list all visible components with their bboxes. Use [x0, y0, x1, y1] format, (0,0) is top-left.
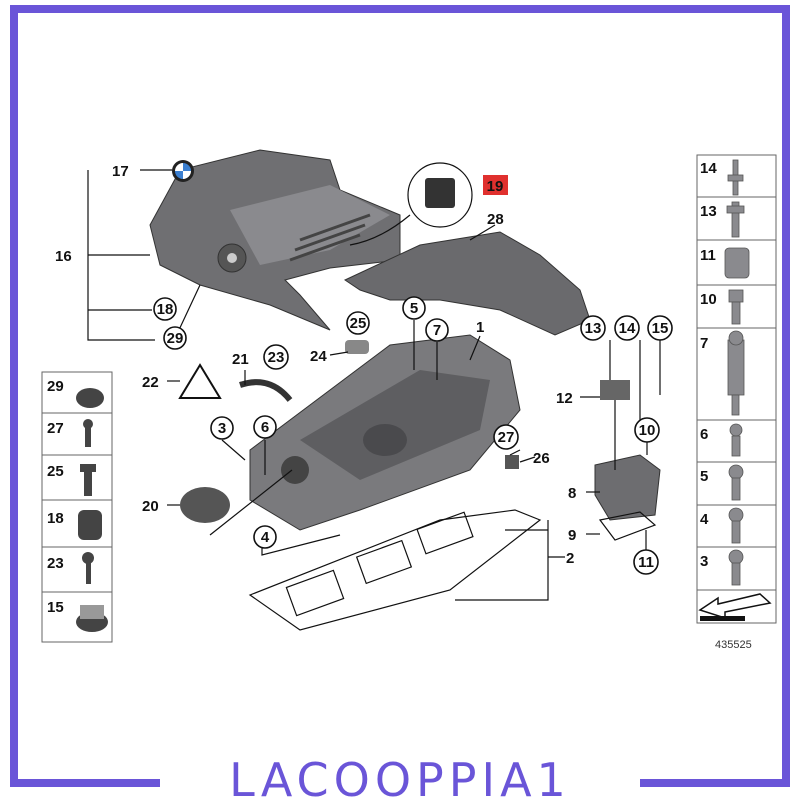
plug-part — [180, 487, 230, 523]
seal-ring — [598, 511, 657, 541]
callout-23: 23 — [268, 349, 285, 366]
right-part-3: 3 — [700, 553, 708, 570]
callout-21: 21 — [232, 351, 249, 368]
left-part-27: 27 — [47, 420, 64, 437]
right-part-6: 6 — [700, 426, 708, 443]
callout-27: 27 — [498, 429, 515, 446]
right-part-11: 11 — [700, 247, 716, 264]
reference-number: 435525 — [715, 639, 752, 651]
gasket-small — [345, 340, 369, 354]
callout-11: 11 — [638, 554, 654, 571]
callout-20: 20 — [142, 498, 159, 515]
right-part-13: 13 — [700, 203, 717, 220]
right-parts-table: 14 13 11 10 7 6 5 4 3 435525 — [696, 154, 777, 651]
callout-29: 29 — [167, 330, 184, 347]
callout-18: 18 — [157, 301, 174, 318]
brand-watermark: LACOOPPIA1 — [229, 753, 571, 800]
callout-12: 12 — [556, 390, 573, 407]
warning-triangle — [178, 363, 222, 399]
leader-lines — [87, 169, 661, 601]
callout-14: 14 — [619, 320, 636, 337]
callout-25: 25 — [350, 315, 367, 332]
callout-3: 3 — [218, 420, 226, 437]
left-part-29: 29 — [47, 378, 64, 395]
left-parts-table: 29 27 25 18 23 15 — [41, 371, 113, 643]
callout-13: 13 — [585, 320, 602, 337]
callout-16: 16 — [55, 248, 72, 265]
right-part-4: 4 — [700, 511, 709, 528]
grommet-part — [505, 455, 519, 469]
callout-22: 22 — [142, 374, 159, 391]
connector-part — [349, 162, 473, 246]
callout-8: 8 — [568, 485, 576, 502]
right-part-7: 7 — [700, 335, 708, 352]
callout-15: 15 — [652, 320, 669, 337]
callout-5: 5 — [410, 300, 418, 317]
gasket — [248, 509, 542, 631]
heat-shield — [343, 231, 591, 336]
callout-4: 4 — [261, 529, 270, 546]
sensor-bracket — [600, 380, 630, 400]
left-part-25: 25 — [47, 463, 64, 480]
callout-19: 19 — [487, 178, 504, 195]
callout-1: 1 — [476, 319, 484, 336]
direction-arrow-icon — [698, 593, 772, 621]
callout-26: 26 — [533, 450, 550, 467]
brand-frame — [10, 5, 790, 787]
right-part-5: 5 — [700, 468, 708, 485]
callout-2: 2 — [566, 550, 574, 567]
left-part-23: 23 — [47, 555, 64, 572]
callout-6: 6 — [261, 419, 269, 436]
callout-28: 28 — [487, 211, 504, 228]
left-part-15: 15 — [47, 599, 64, 616]
right-part-14: 14 — [700, 160, 717, 177]
callout-24: 24 — [310, 348, 327, 365]
callout-7: 7 — [433, 322, 441, 339]
callout-10: 10 — [639, 422, 656, 439]
bmw-logo — [172, 160, 194, 182]
right-part-10: 10 — [700, 291, 717, 308]
callout-17: 17 — [112, 163, 129, 180]
left-part-18: 18 — [47, 510, 64, 527]
callout-labels: 17 16 18 29 19 28 25 5 7 1 24 21 23 22 1… — [55, 163, 673, 575]
oil-separator — [594, 454, 661, 521]
callout-9: 9 — [568, 527, 576, 544]
engine-cover — [149, 149, 401, 331]
valve-cover — [249, 334, 521, 531]
pressure-hose — [239, 379, 293, 402]
